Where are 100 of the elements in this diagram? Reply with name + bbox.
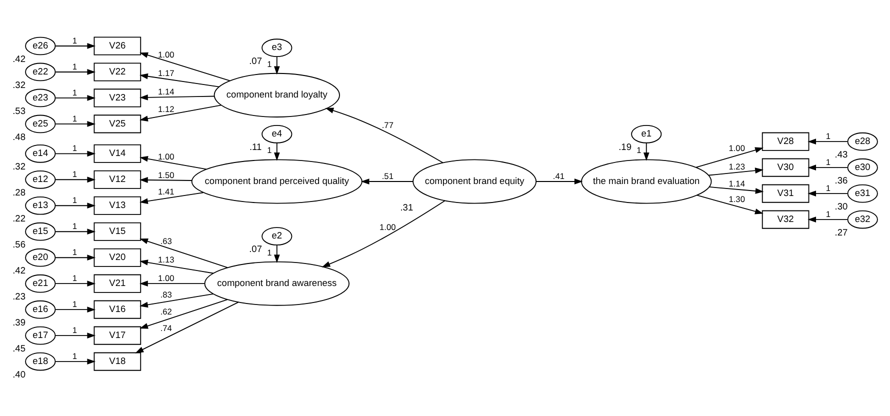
edge-label: 1.00 xyxy=(158,48,174,59)
arrow xyxy=(808,190,848,196)
arrow xyxy=(322,200,446,267)
edge-label: .41 xyxy=(552,170,565,180)
edge-label: 1 xyxy=(72,112,78,123)
arrow xyxy=(55,176,96,182)
node-label: .07 xyxy=(249,244,262,254)
arrow xyxy=(140,104,222,121)
edge-label: 1 xyxy=(826,130,831,140)
node-box: V28 xyxy=(762,132,810,150)
node-label: .40 xyxy=(12,369,26,380)
node-ellipse: e18 xyxy=(25,352,56,370)
arrow xyxy=(709,186,764,194)
edge-label: .63 xyxy=(160,235,172,246)
arrow xyxy=(55,120,96,126)
edge-label: 1 xyxy=(826,156,831,166)
node-box: V18 xyxy=(94,352,142,370)
node-label: .45 xyxy=(12,343,26,354)
edge-label: 1 xyxy=(826,182,831,192)
arrow xyxy=(274,142,280,160)
arrow xyxy=(360,178,414,184)
edge-label: 1 xyxy=(267,58,272,68)
node-ellipse: e15 xyxy=(25,222,56,240)
arrow xyxy=(140,155,207,170)
arrow xyxy=(536,178,583,184)
edge-label: 1 xyxy=(72,60,78,71)
arrow xyxy=(140,259,214,274)
node-ellipse: e13 xyxy=(25,196,56,214)
edge-label: .62 xyxy=(160,306,172,316)
node-label: .23 xyxy=(12,291,26,302)
arrow xyxy=(325,107,444,163)
edge-label: 1 xyxy=(72,168,78,179)
edge-label: 1 xyxy=(636,144,642,155)
edge-label: 1.14 xyxy=(728,178,745,188)
edge-label: 1.13 xyxy=(158,254,174,264)
edge-label: 1.17 xyxy=(158,67,174,78)
node-ellipse: e3 xyxy=(262,38,292,57)
arrow xyxy=(140,192,204,204)
arrow xyxy=(696,194,764,214)
edge-label: 1 xyxy=(72,298,78,308)
edge-label: 1 xyxy=(267,246,272,257)
node-ellipse: e14 xyxy=(25,144,56,162)
node-ellipse: e31 xyxy=(847,184,878,202)
node-ellipse: the main brand evaluation xyxy=(581,158,712,204)
edge-label: 1.50 xyxy=(158,169,174,180)
edge-label: 1.00 xyxy=(158,150,174,161)
node-label: .32 xyxy=(12,161,26,172)
node-ellipse: e23 xyxy=(25,88,56,107)
node-ellipse: e30 xyxy=(847,158,878,176)
node-label: .22 xyxy=(12,213,26,224)
node-box: V31 xyxy=(762,184,810,202)
edge-label: 1.00 xyxy=(380,221,396,232)
node-ellipse: e4 xyxy=(262,124,292,143)
node-label: .31 xyxy=(400,202,414,212)
arrow xyxy=(274,56,280,74)
arrow xyxy=(140,280,206,286)
edge-label: 1 xyxy=(72,142,78,153)
edge-label: .77 xyxy=(382,119,394,130)
node-label: .43 xyxy=(834,149,848,160)
arrow xyxy=(140,176,192,182)
edge-label: 1 xyxy=(72,34,78,45)
node-label: .36 xyxy=(834,175,848,186)
edge-label: 1 xyxy=(826,208,831,218)
edge-label: 1.23 xyxy=(728,161,745,172)
node-label: .30 xyxy=(834,201,848,212)
arrow xyxy=(808,138,848,144)
node-label: .28 xyxy=(12,187,26,198)
arrow xyxy=(55,358,96,364)
node-label: .27 xyxy=(834,227,848,238)
arrow xyxy=(55,202,96,208)
edge-label: 1 xyxy=(72,220,78,231)
node-ellipse: component brand equity xyxy=(412,158,537,204)
node-label: .42 xyxy=(12,265,26,276)
node-label: .48 xyxy=(12,131,26,142)
node-box: V30 xyxy=(762,158,810,176)
edge-label: 1.41 xyxy=(158,186,174,196)
node-box: V32 xyxy=(762,210,810,228)
arrow xyxy=(55,94,96,100)
edge-label: 1 xyxy=(72,194,78,205)
edge-label: 1 xyxy=(72,272,78,282)
edge-label: 1 xyxy=(72,324,78,334)
node-label: .19 xyxy=(618,142,632,152)
edge-label: 1.00 xyxy=(158,272,174,282)
arrow xyxy=(140,52,230,81)
node-ellipse: e21 xyxy=(25,274,56,292)
node-box: V20 xyxy=(94,248,142,266)
node-box: V13 xyxy=(94,196,142,214)
node-box: V25 xyxy=(94,114,142,133)
node-ellipse: e32 xyxy=(847,210,878,228)
node-ellipse: e25 xyxy=(25,114,56,133)
node-label: .39 xyxy=(12,317,26,328)
arrow xyxy=(274,244,280,262)
edge-label: 1.14 xyxy=(158,86,174,96)
arrow xyxy=(708,167,764,176)
node-box: V23 xyxy=(94,88,142,107)
arrow xyxy=(135,301,239,353)
arrow xyxy=(643,142,650,160)
arrow xyxy=(55,280,96,286)
arrow xyxy=(55,42,96,48)
arrow xyxy=(140,292,214,308)
